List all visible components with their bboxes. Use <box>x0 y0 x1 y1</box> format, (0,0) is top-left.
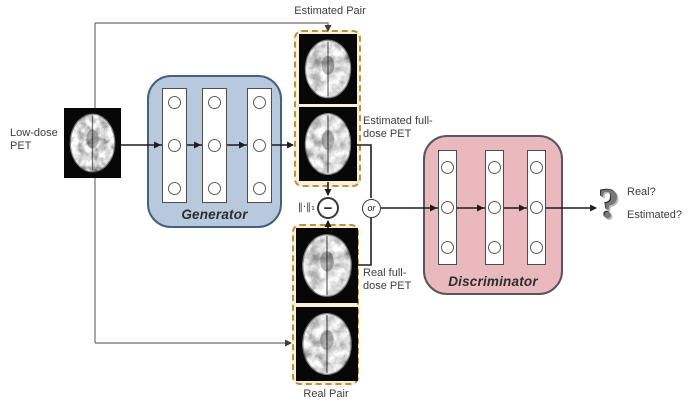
discriminator-layer-3 <box>527 150 546 265</box>
discriminator-layer-1 <box>438 150 457 265</box>
low-dose-pet-label: Low-dose PET <box>10 127 58 152</box>
neuron-node <box>208 96 221 109</box>
neuron-node <box>488 201 501 214</box>
discriminator-layer-2 <box>485 150 504 265</box>
neuron-node <box>530 161 543 174</box>
neuron-node <box>441 201 454 214</box>
neuron-node <box>488 161 501 174</box>
generator-label: Generator <box>181 207 248 222</box>
generator-layer-3 <box>247 88 272 203</box>
estimated-pair-label: Estimated Pair <box>294 5 366 17</box>
real-pair-label: Real Pair <box>303 388 349 400</box>
estimated-pair-lowdose-image <box>299 34 357 104</box>
neuron-node <box>253 96 266 109</box>
real-full-dose-label: Real full- dose PET <box>363 267 412 292</box>
neuron-node <box>488 241 501 254</box>
l1-norm-label: ‖·‖₁ <box>297 202 315 213</box>
neuron-node <box>253 139 266 152</box>
discriminator-label: Discriminator <box>448 274 538 289</box>
real-full-dose-image <box>296 228 358 303</box>
estimated-full-dose-image <box>299 107 357 181</box>
neuron-node <box>530 201 543 214</box>
neuron-node <box>168 139 181 152</box>
minus-icon: − <box>323 199 333 217</box>
neuron-node <box>530 241 543 254</box>
neuron-node <box>168 96 181 109</box>
generator-layer-1 <box>162 88 187 203</box>
low-dose-pet-image <box>64 108 121 178</box>
neuron-node <box>253 182 266 195</box>
neuron-node <box>441 161 454 174</box>
or-node: or <box>362 199 381 218</box>
generator-layer-2 <box>202 88 227 203</box>
question-mark-icon: ? <box>598 182 620 228</box>
neuron-node <box>168 182 181 195</box>
difference-node: − <box>317 197 339 219</box>
output-option-real: Real? <box>627 186 656 198</box>
neuron-node <box>441 241 454 254</box>
output-option-estimated: Estimated? <box>627 209 683 221</box>
neuron-node <box>208 182 221 195</box>
estimated-full-dose-label: Estimated full- dose PET <box>363 115 433 140</box>
or-label: or <box>367 203 376 213</box>
neuron-node <box>208 139 221 152</box>
real-pair-lowdose-image <box>296 307 358 381</box>
